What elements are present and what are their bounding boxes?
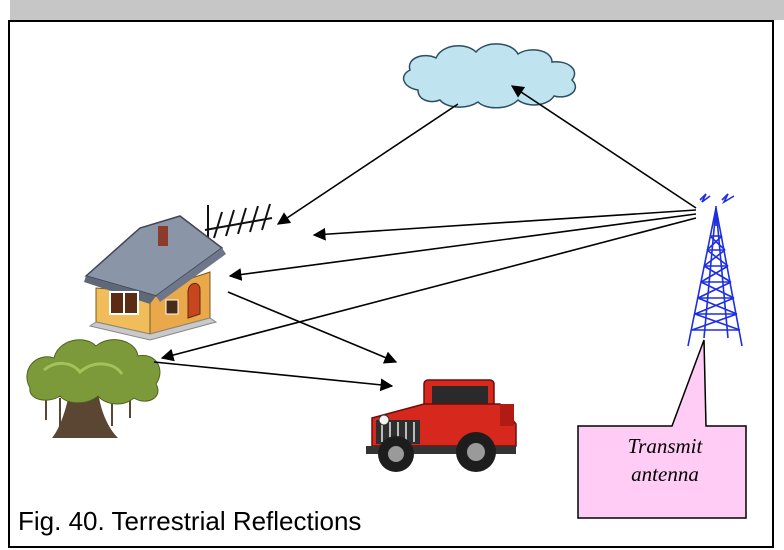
callout-line-2: antenna <box>631 462 699 486</box>
arrow-tree-to-jeep <box>153 361 394 392</box>
tv-antenna-icon <box>204 203 273 262</box>
house-icon <box>84 215 226 341</box>
callout-label: Transmit antenna <box>590 432 740 488</box>
arrow-tower-to-tree <box>160 217 697 362</box>
figure-caption: Fig. 40. Terrestrial Reflections <box>18 506 362 536</box>
arrow-tower-to-antenna <box>312 209 697 241</box>
callout-bubble <box>577 339 747 519</box>
tree-icon <box>26 339 161 438</box>
arrow-house-to-jeep <box>227 291 398 364</box>
cloud-icon <box>402 43 577 109</box>
arrow-tower-to-cloud <box>510 85 697 209</box>
transmit-tower-icon <box>687 193 743 347</box>
callout-line-1: Transmit <box>627 434 703 458</box>
arrow-cloud-to-antenna <box>276 103 459 225</box>
propagation-arrows <box>153 85 697 392</box>
top-bar <box>10 0 784 20</box>
arrow-tower-to-house <box>228 213 697 281</box>
jeep-icon <box>366 379 517 472</box>
